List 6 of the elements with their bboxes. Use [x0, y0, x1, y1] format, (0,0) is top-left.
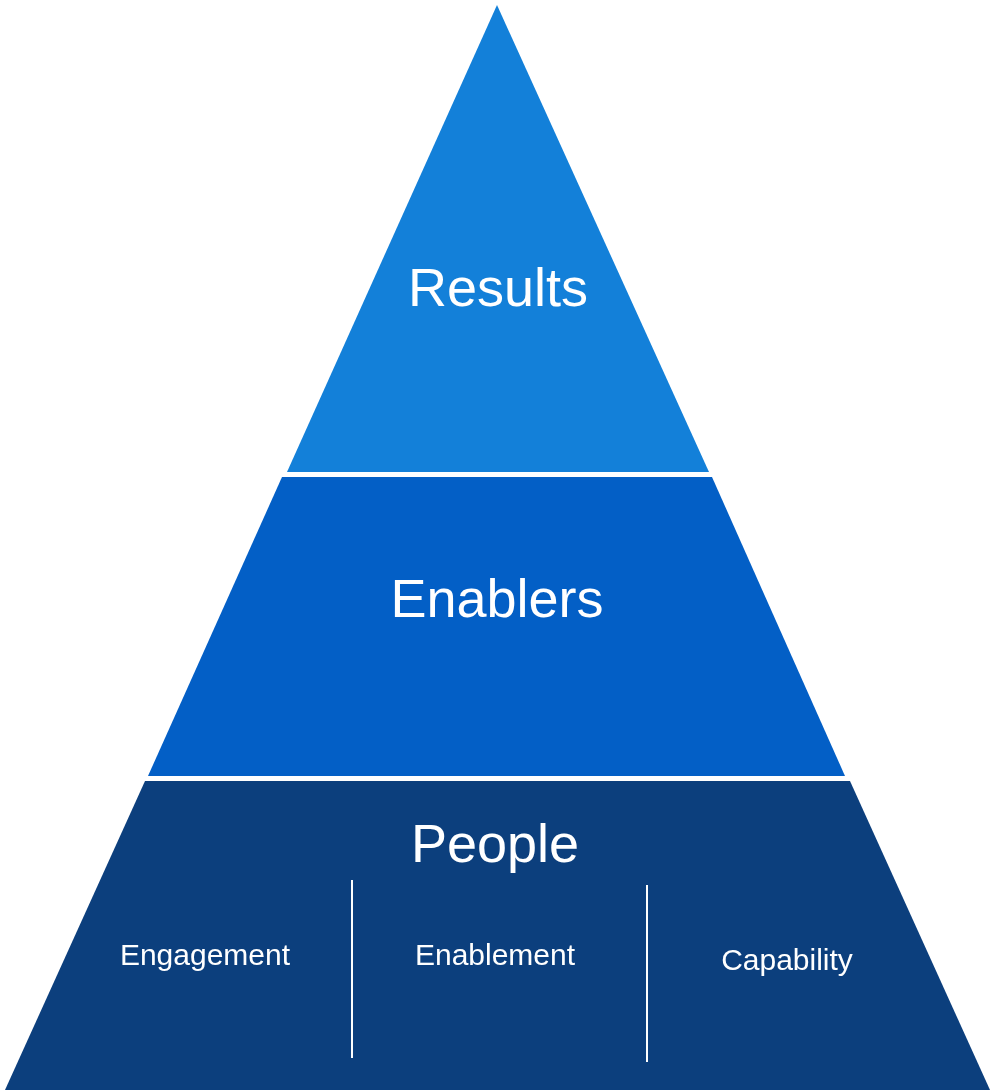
section-label: Engagement [119, 938, 291, 972]
section-label: Enablement [414, 938, 576, 972]
tier-label: Enablers [390, 567, 604, 629]
section-label: Capability [721, 943, 853, 977]
tier-label: People [410, 812, 580, 874]
tier-label: Results [407, 256, 589, 318]
